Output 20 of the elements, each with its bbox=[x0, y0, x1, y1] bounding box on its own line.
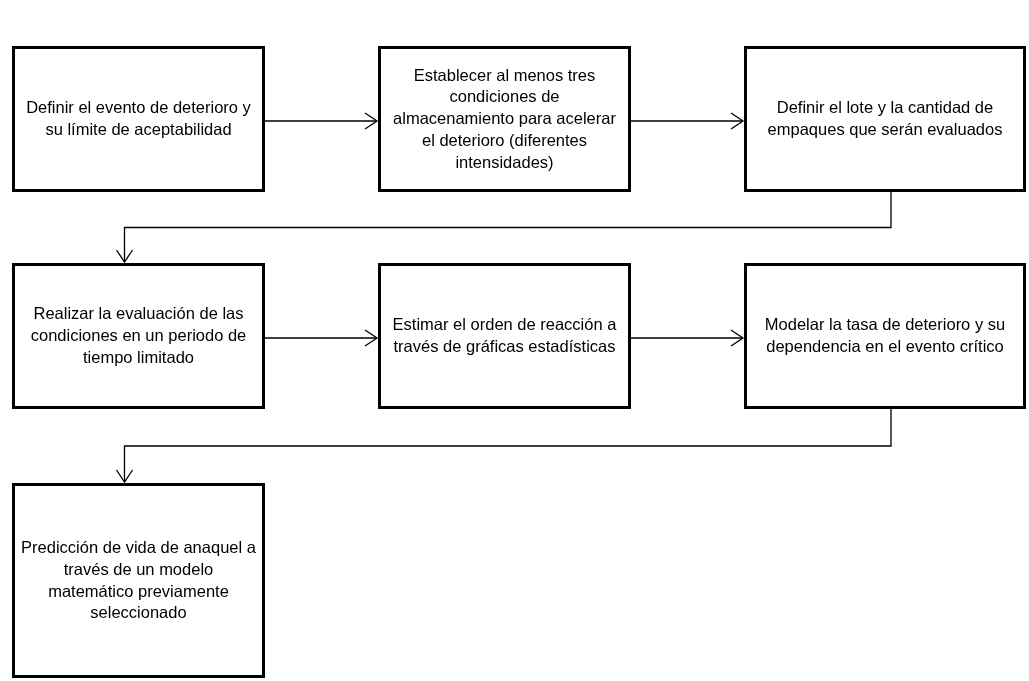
arrow bbox=[115, 191, 892, 263]
process-box bbox=[744, 263, 1026, 409]
process-box bbox=[378, 263, 631, 409]
step-text: Establecer al menos tres condiciones de almacenamiento para acelerar el deterioro (diferentes intensidades) bbox=[392, 64, 617, 173]
process-box bbox=[12, 46, 265, 192]
process-box bbox=[378, 46, 631, 192]
process-box bbox=[12, 263, 265, 409]
step-text: Predicción de vida de anaquel a través de un modelo matemático previamente seleccionado bbox=[21, 536, 256, 624]
step-text: Definir el evento de deterioro y su límite de aceptabilidad bbox=[25, 97, 252, 140]
process-box bbox=[12, 483, 265, 678]
step-text: Estimar el orden de reacción a través de gráficas estadísticas bbox=[391, 314, 618, 357]
step-text: Realizar la evaluación de las condiciones en un periodo de tiempo limitado bbox=[29, 303, 248, 368]
step-text: Definir el lote y la cantidad de empaques que serán evaluados bbox=[766, 97, 1004, 140]
arrow bbox=[630, 112, 744, 130]
step-text: Modelar la tasa de deterioro y su dependencia en el evento crítico bbox=[763, 314, 1007, 357]
arrow bbox=[630, 329, 744, 347]
process-box bbox=[744, 46, 1026, 192]
arrow bbox=[264, 329, 378, 347]
arrow bbox=[115, 408, 892, 483]
arrow bbox=[264, 112, 378, 130]
